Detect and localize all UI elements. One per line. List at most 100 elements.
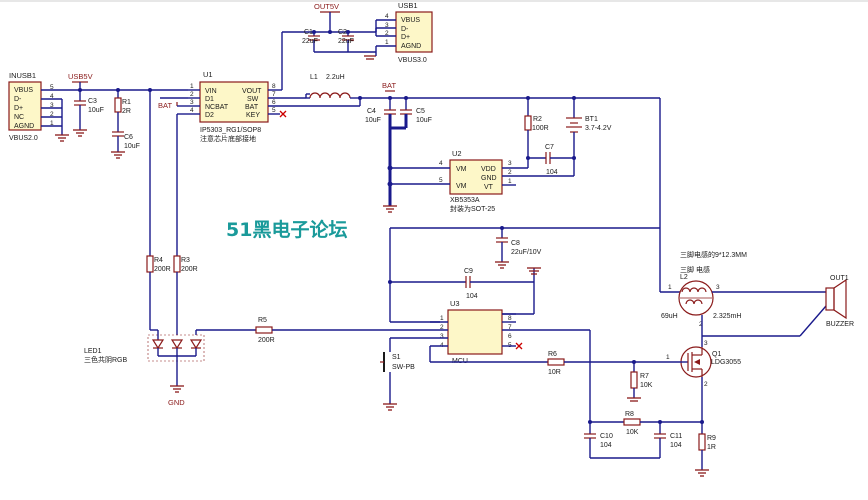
svg-text:104: 104 xyxy=(466,293,478,300)
svg-text:VOUT: VOUT xyxy=(242,88,262,95)
svg-text:R1: R1 xyxy=(122,99,131,106)
svg-text:5: 5 xyxy=(50,84,54,91)
resistor-r9: R9 1R xyxy=(698,433,716,470)
svg-text:R8: R8 xyxy=(625,411,634,418)
inductor-l1: L1 2.2uH xyxy=(309,74,351,99)
svg-text:200R: 200R xyxy=(181,266,198,273)
svg-text:4: 4 xyxy=(439,160,443,167)
svg-text:Q1: Q1 xyxy=(712,351,721,358)
svg-text:3: 3 xyxy=(50,102,54,109)
svg-text:D-: D- xyxy=(14,96,22,103)
svg-text:100R: 100R xyxy=(532,125,549,132)
svg-text:10K: 10K xyxy=(626,429,639,436)
svg-text:10R: 10R xyxy=(548,369,561,376)
svg-text:VIN: VIN xyxy=(205,88,217,95)
net-label-bat-2: BAT xyxy=(382,81,396,90)
capacitor-c6: C6 10uF xyxy=(112,131,140,152)
net-label-bat: BAT xyxy=(158,101,172,110)
svg-text:R9: R9 xyxy=(707,435,716,442)
svg-text:AGND: AGND xyxy=(401,43,421,50)
svg-text:4: 4 xyxy=(190,107,194,114)
svg-text:C10: C10 xyxy=(600,433,613,440)
svg-text:8: 8 xyxy=(272,83,276,90)
svg-text:3: 3 xyxy=(716,284,720,291)
svg-text:D+: D+ xyxy=(401,34,410,41)
svg-text:1: 1 xyxy=(508,178,512,185)
svg-text:USB1: USB1 xyxy=(398,1,418,10)
watermark-text: 51黑电子论坛 xyxy=(226,218,347,241)
svg-text:R2: R2 xyxy=(533,116,542,123)
svg-text:1: 1 xyxy=(385,39,389,46)
resistor-r5: R5 200R xyxy=(196,317,430,344)
svg-text:3.7-4.2V: 3.7-4.2V xyxy=(585,125,612,132)
svg-text:U3: U3 xyxy=(450,299,460,308)
svg-text:10uF: 10uF xyxy=(416,117,432,124)
svg-text:1: 1 xyxy=(190,83,194,90)
svg-text:C8: C8 xyxy=(511,240,520,247)
svg-text:5: 5 xyxy=(439,177,443,184)
capacitor-c11: C11 104 xyxy=(654,422,682,458)
svg-text:7: 7 xyxy=(508,324,512,331)
svg-text:LDG3055: LDG3055 xyxy=(711,359,741,366)
svg-text:VBUS2.0: VBUS2.0 xyxy=(9,135,38,142)
svg-text:D1: D1 xyxy=(205,96,214,103)
svg-text:GND: GND xyxy=(481,175,497,182)
svg-text:D+: D+ xyxy=(14,105,23,112)
switch-s1: S1 SW-PB xyxy=(380,337,430,404)
svg-text:VM: VM xyxy=(456,166,467,173)
svg-text:SW: SW xyxy=(247,96,259,103)
capacitor-c9: C9 104 xyxy=(390,268,534,300)
svg-text:104: 104 xyxy=(600,442,612,449)
svg-text:104: 104 xyxy=(546,169,558,176)
svg-text:C7: C7 xyxy=(545,144,554,151)
svg-text:5: 5 xyxy=(272,107,276,114)
svg-text:2R: 2R xyxy=(122,108,131,115)
ic-u2: U2 VM VM VDD GND VT 4 5 3 2 1 XB5353A 封装… xyxy=(390,149,574,213)
svg-text:L1: L1 xyxy=(310,74,318,81)
svg-text:2: 2 xyxy=(704,381,708,388)
svg-text:AGND: AGND xyxy=(14,123,34,130)
resistor-r3: R3 200R xyxy=(173,255,198,273)
svg-text:3: 3 xyxy=(508,160,512,167)
svg-text:封装为SOT-25: 封装为SOT-25 xyxy=(450,204,495,213)
svg-text:10uF: 10uF xyxy=(124,143,140,150)
mosfet-q1: Q1 LDG3055 1 3 2 xyxy=(666,340,741,388)
svg-text:1: 1 xyxy=(440,315,444,322)
svg-text:U1: U1 xyxy=(203,70,213,79)
svg-text:22uF/10V: 22uF/10V xyxy=(511,249,542,256)
usb1-connector: USB1 VBUS D- D+ AGND VBUS3.0 4 3 2 1 xyxy=(376,1,433,64)
svg-text:3: 3 xyxy=(440,333,444,340)
svg-text:XB5353A: XB5353A xyxy=(450,197,480,204)
ic-u3-mcu: U3 MCU 1 2 3 4 8 7 6 5 xyxy=(430,299,590,365)
resistor-r7: R7 10K xyxy=(630,362,653,398)
svg-text:VDD: VDD xyxy=(481,166,496,173)
svg-text:C1: C1 xyxy=(304,29,313,36)
svg-text:10uF: 10uF xyxy=(88,107,104,114)
svg-text:C2: C2 xyxy=(338,29,347,36)
net-label-gnd: GND xyxy=(168,398,185,407)
svg-text:三脚电感的9*12.3MM: 三脚电感的9*12.3MM xyxy=(680,250,747,259)
svg-text:10K: 10K xyxy=(640,382,653,389)
svg-text:2: 2 xyxy=(440,324,444,331)
svg-text:2: 2 xyxy=(385,30,389,37)
svg-text:C9: C9 xyxy=(464,268,473,275)
svg-text:C5: C5 xyxy=(416,108,425,115)
svg-text:S1: S1 xyxy=(392,354,401,361)
svg-text:LED1: LED1 xyxy=(84,348,102,355)
svg-text:4: 4 xyxy=(385,13,389,20)
resistor-r8: R8 10K xyxy=(590,411,702,436)
svg-text:2.325mH: 2.325mH xyxy=(713,313,741,320)
capacitor-c8: C8 22uF/10V xyxy=(496,228,542,262)
svg-text:OUT1: OUT1 xyxy=(830,275,849,282)
svg-text:8: 8 xyxy=(508,315,512,322)
resistor-r2: R2 100R xyxy=(524,98,549,168)
capacitor-c3: C3 10uF xyxy=(74,90,104,130)
svg-text:INUSB1: INUSB1 xyxy=(9,71,36,80)
svg-text:SW-PB: SW-PB xyxy=(392,364,415,371)
svg-text:三脚 电感: 三脚 电感 xyxy=(680,265,710,274)
net-label-usb5v: USB5V xyxy=(68,72,93,81)
svg-text:3: 3 xyxy=(190,99,194,106)
svg-text:U2: U2 xyxy=(452,149,462,158)
svg-text:C4: C4 xyxy=(367,108,376,115)
